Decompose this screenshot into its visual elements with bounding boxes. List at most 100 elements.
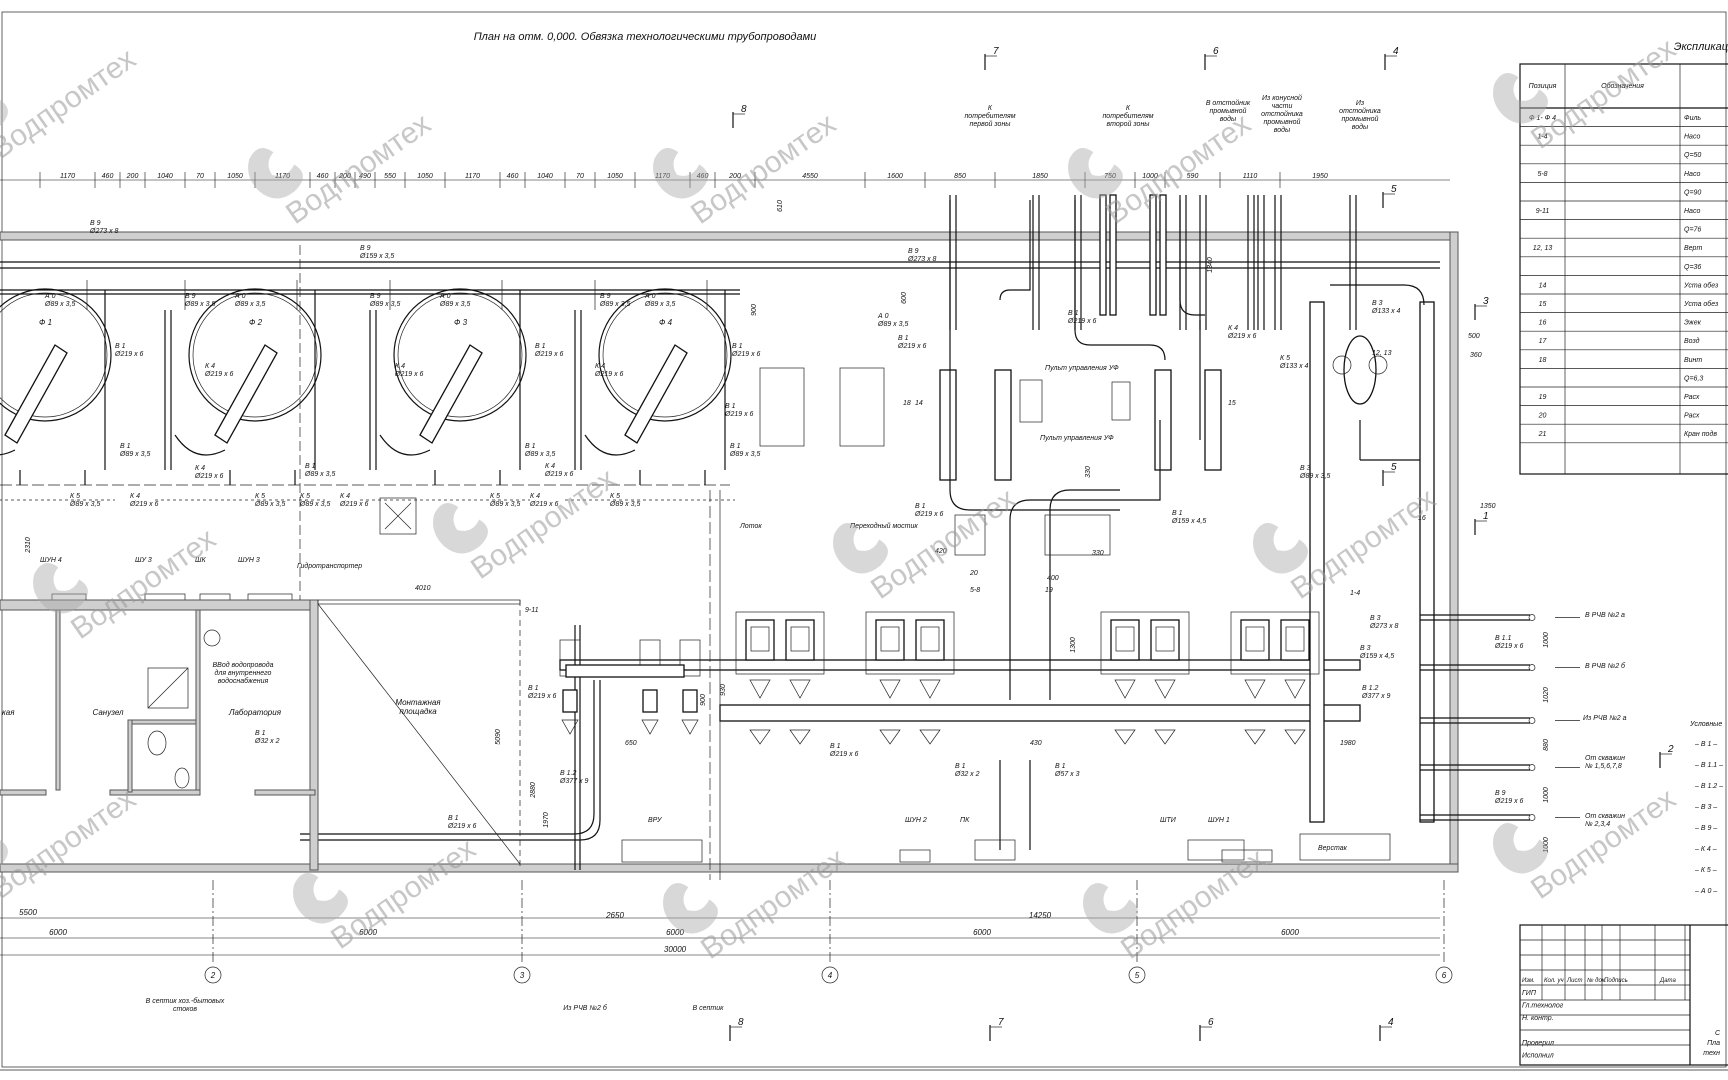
top-dimension: 1850 — [1032, 173, 1048, 180]
position-label: 15 — [1228, 400, 1236, 407]
equipment-label: ПК — [960, 817, 970, 824]
top-dimension: 460 — [317, 173, 329, 180]
sheet-frame — [1, 11, 1727, 1068]
bottom-dimension: 6000 — [666, 928, 684, 937]
dimension: 1000 — [1543, 787, 1550, 803]
table-cell: Филь — [1684, 115, 1701, 122]
section-mark: 7 — [998, 1017, 1004, 1028]
title-block-role: Проверил — [1522, 1040, 1554, 1047]
table-header: Обозначения — [1601, 82, 1644, 90]
legend-item: – В 1 – — [1694, 741, 1717, 748]
section-mark: 4 — [1393, 46, 1399, 57]
title-block-role: ГИП — [1522, 990, 1537, 997]
watermark-text: Водпромтех — [685, 107, 842, 231]
section-mark: 4 — [1388, 1017, 1394, 1028]
bottom-dimension: 2650 — [605, 911, 624, 920]
table-cell: 18 — [1539, 357, 1547, 364]
filter-label: Ф 3 — [454, 318, 468, 327]
dimension: 430 — [1030, 740, 1042, 747]
section-mark: 5 — [1391, 462, 1397, 473]
equipment-label: ШУН 4 — [40, 557, 62, 564]
table-cell: Q=36 — [1684, 264, 1701, 271]
top-dimension: 1600 — [887, 173, 903, 180]
dimension: 1000 — [1543, 837, 1550, 853]
section-mark: 5 — [1391, 184, 1397, 195]
dimension: 2310 — [25, 537, 32, 554]
table-cell: 19 — [1539, 394, 1547, 401]
top-dimension: 1170 — [465, 173, 480, 180]
watermark-text: Водпромтех — [280, 107, 437, 231]
bottom-dimension: 14250 — [1029, 911, 1052, 920]
top-dimension: 1040 — [537, 173, 553, 180]
table-cell: Насо — [1684, 171, 1700, 178]
table-cell: Насо — [1684, 208, 1700, 215]
bottom-dimension: 6000 — [973, 928, 991, 937]
drawing-title: План на отм. 0,000. Обвязка технологичес… — [474, 31, 817, 43]
dimension: 1020 — [1543, 687, 1550, 703]
equipment-label: ШУН 1 — [1208, 817, 1230, 824]
top-dimension: 1040 — [157, 173, 173, 180]
table-cell: Кран подв — [1684, 430, 1717, 438]
watermark-text: Водпромтех — [325, 832, 482, 956]
table-cell: Винт — [1684, 357, 1702, 364]
position-label: 12, 13 — [1372, 350, 1392, 357]
dimension: 330 — [1085, 466, 1092, 478]
equipment-label: ШУН 3 — [238, 557, 260, 564]
building-walls — [0, 231, 1459, 873]
legend-title: Условные — [1689, 721, 1722, 728]
top-dimension: 4550 — [802, 173, 818, 180]
table-cell: Эжек — [1684, 320, 1702, 327]
title-block-role: Гл.технолог — [1522, 1003, 1564, 1010]
dimension: 600 — [901, 292, 908, 304]
axis-number: 2 — [210, 971, 216, 980]
watermark-text: Водпромтех — [0, 42, 142, 166]
bottom-dimension: 30000 — [664, 945, 687, 954]
room-label: Лаборатория — [228, 708, 282, 717]
table-cell: Q=76 — [1684, 227, 1701, 234]
position-label: 18 — [903, 400, 911, 407]
equipment-label: Переходный мостик — [850, 522, 918, 530]
pumps-group — [559, 611, 1320, 745]
dimension: 930 — [720, 684, 727, 696]
top-dimension: 750 — [1104, 173, 1116, 180]
table-cell: Расх — [1684, 394, 1700, 401]
table-cell: 20 — [1538, 413, 1547, 420]
axis-number: 4 — [828, 971, 833, 980]
dimension: 360 — [1470, 352, 1482, 359]
title-block-header: Дата — [1659, 978, 1676, 984]
dimension: 1970 — [543, 812, 550, 828]
bottom-dimension: 6000 — [49, 928, 67, 937]
dimension: 5090 — [495, 729, 502, 745]
rooms — [0, 245, 521, 871]
equipment-label: Пульт управления УФ — [1040, 435, 1114, 442]
legend-item: – В 9 – — [1694, 825, 1717, 832]
table-cell: Ф 1- Ф 4 — [1529, 115, 1556, 122]
section-mark: 1 — [1483, 511, 1489, 522]
equipment-label: ШК — [195, 557, 206, 564]
